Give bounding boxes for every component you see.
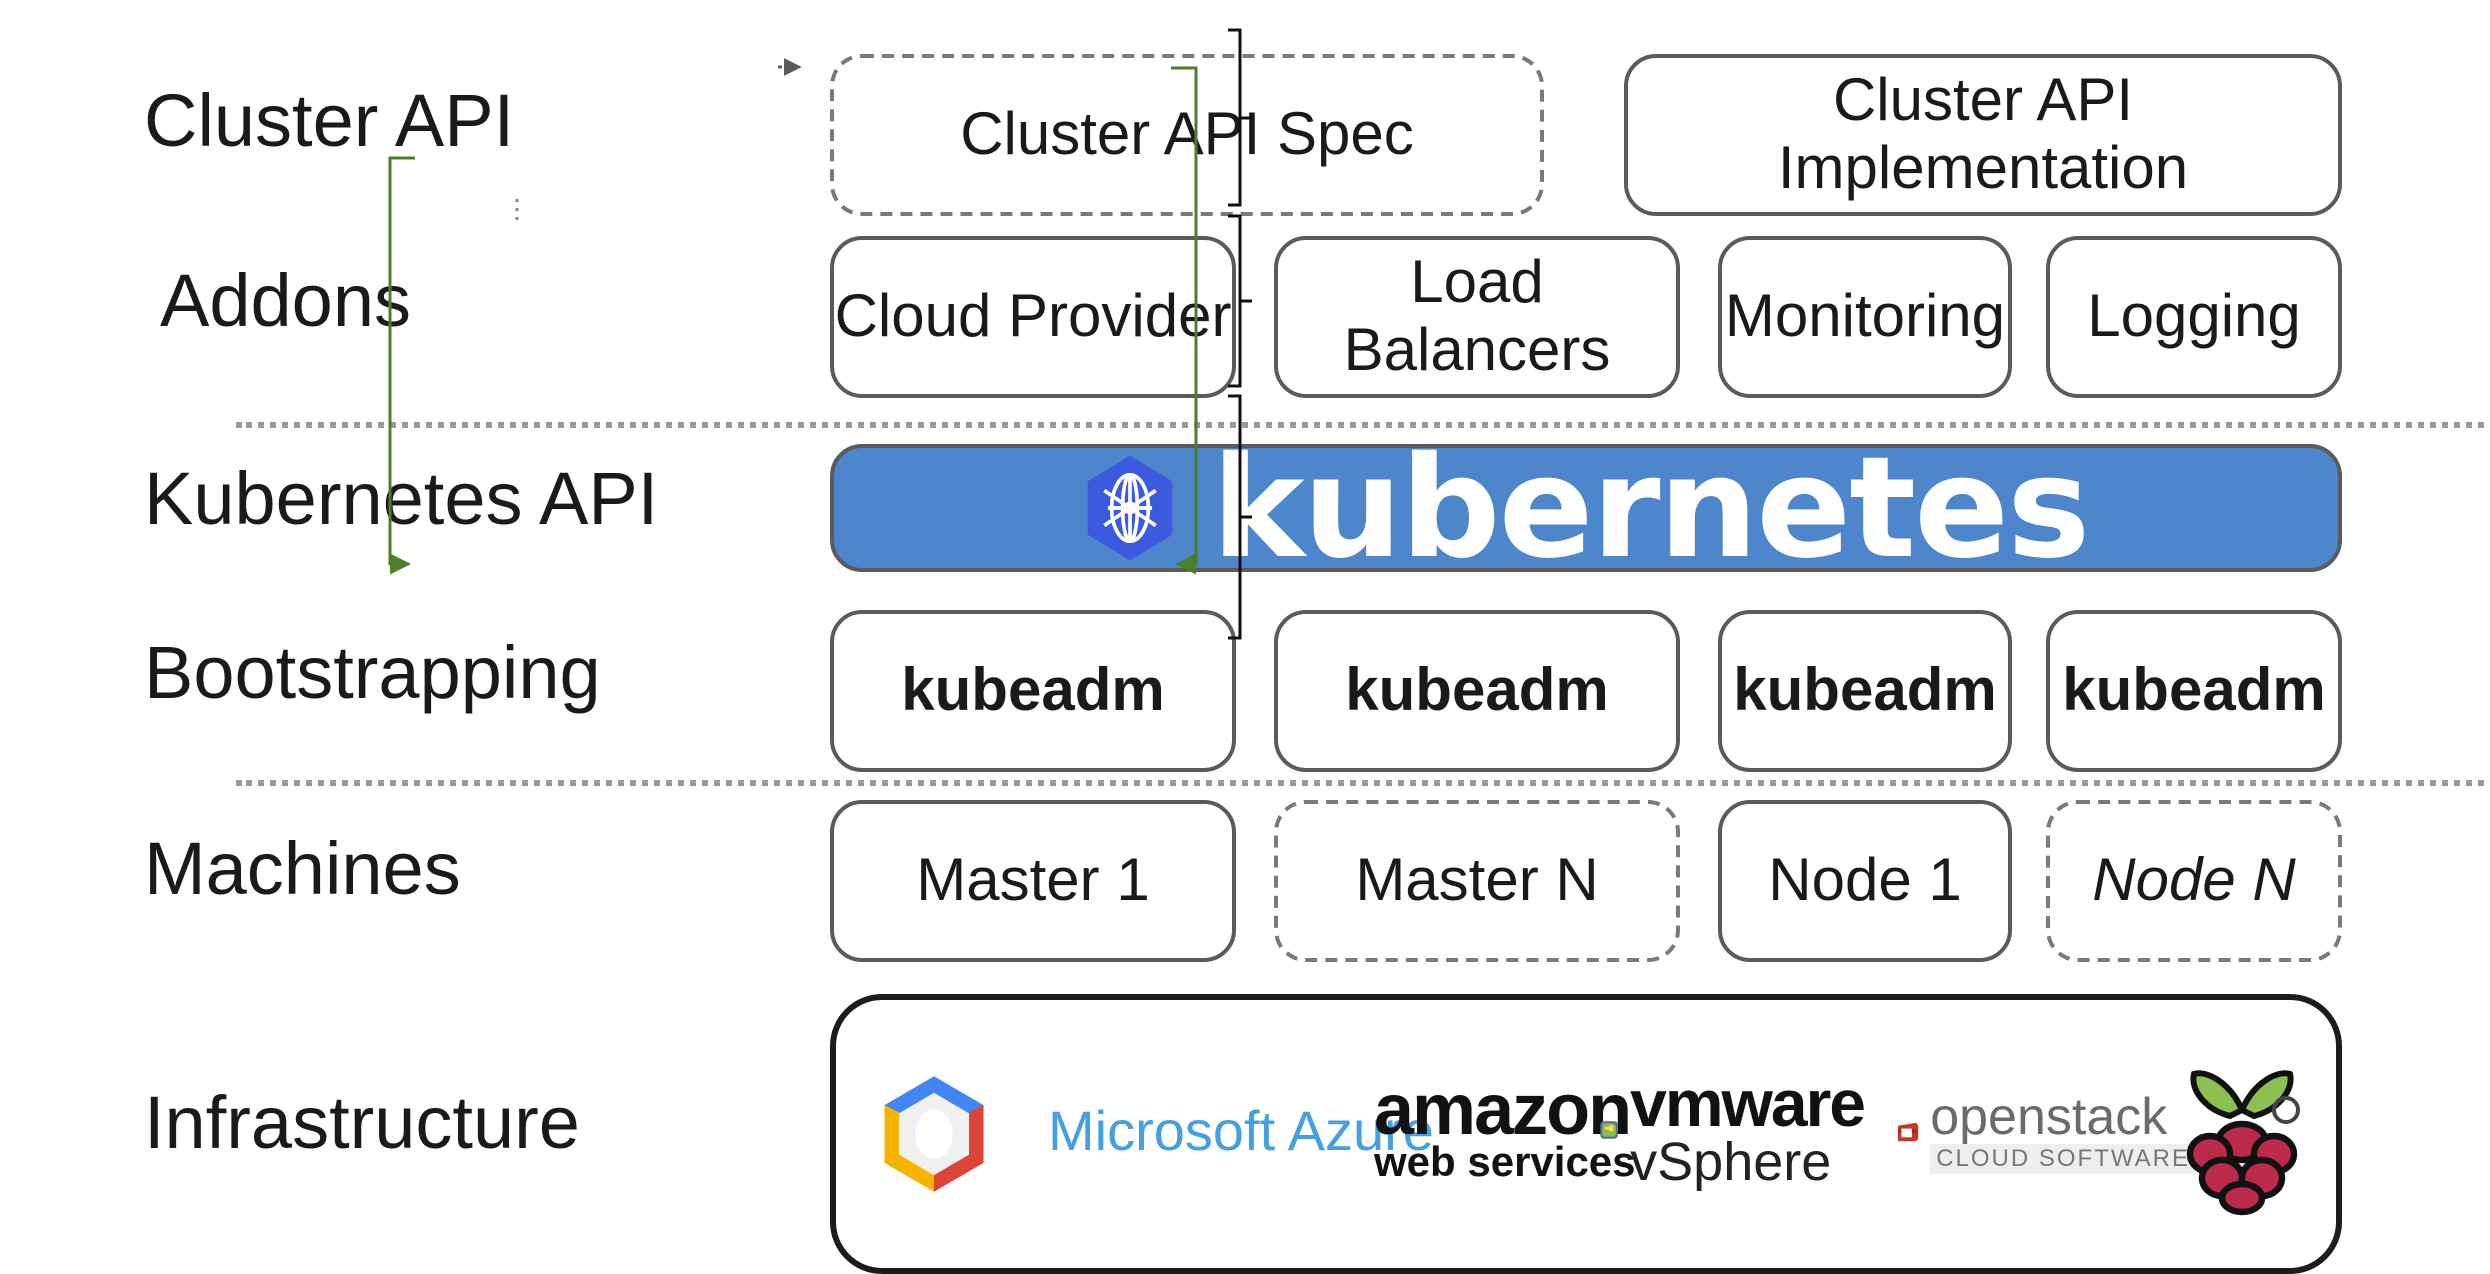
addon-box-monitoring[interactable]: Monitoring (1718, 236, 2012, 398)
row-label-bootstrapping: Bootstrapping (144, 632, 601, 714)
machine-box-node-n[interactable]: Node N (2046, 800, 2342, 962)
cluster-api-implementation-box[interactable]: Cluster API Implementation (1624, 54, 2342, 216)
kubernetes-banner[interactable]: kubernetes (830, 426, 2342, 590)
row-label-kubernetes-api: Kubernetes API (144, 458, 659, 540)
addon-box-load-balancers[interactable]: Load Balancers (1274, 236, 1680, 398)
bootstrap-box-kubeadm-4[interactable]: kubeadm (2046, 610, 2342, 772)
row-label-addons: Addons (160, 260, 411, 342)
provider-logo-google-cloud-platform[interactable] (868, 1068, 1000, 1200)
vsphere-wordmark: vSphere (1630, 1132, 1832, 1192)
bootstrap-box-kubeadm-1[interactable]: kubeadm (830, 610, 1236, 772)
row-label-machines: Machines (144, 828, 461, 910)
machine-box-master-1[interactable]: Master 1 (830, 800, 1236, 962)
aws-wordmark-amazon: amazon (1374, 1067, 1632, 1150)
bootstrap-box-kubeadm-2[interactable]: kubeadm (1274, 610, 1680, 772)
aws-wordmark-web-services: web services (1374, 1140, 1636, 1187)
openstack-tagline: CLOUD SOFTWARE (1930, 1144, 2196, 1174)
vmware-wordmark: vmware (1630, 1066, 1866, 1140)
machine-box-node-1[interactable]: Node 1 (1718, 800, 2012, 962)
openstack-wordmark: openstack (1930, 1086, 2168, 1147)
separator-layer3-layer2 (236, 422, 2490, 428)
separator-layer2-layer1 (236, 780, 2490, 786)
cluster-api-spec-box[interactable]: Cluster API Spec (830, 54, 1544, 216)
provider-logo-raspberry-pi[interactable] (2170, 1050, 2314, 1218)
provider-logo-openstack[interactable]: openstack CLOUD SOFTWARE (1896, 1080, 2196, 1184)
provider-logo-amazon-web-services[interactable]: amazon web services (1366, 1068, 1636, 1192)
kubernetes-wordmark: kubernetes (1211, 426, 2091, 590)
row-label-cluster-api: Cluster API (144, 80, 515, 162)
addon-box-cloud-provider[interactable]: Cloud Provider (830, 236, 1236, 398)
addon-box-logging[interactable]: Logging (2046, 236, 2342, 398)
provider-logo-vmware-vsphere[interactable]: vmware vSphere (1600, 1066, 1866, 1192)
provider-logo-microsoft-azure[interactable]: Microsoft Azure (1032, 1096, 1434, 1168)
bootstrap-box-kubeadm-3[interactable]: kubeadm (1718, 610, 2012, 772)
diagram-canvas: Cluster API Addons Kubernetes API Bootst… (144, 28, 2490, 1274)
machine-box-master-n[interactable]: Master N (1274, 800, 1680, 962)
kubernetes-helm-icon (1084, 452, 1176, 564)
row-label-infrastructure: Infrastructure (144, 1082, 580, 1164)
